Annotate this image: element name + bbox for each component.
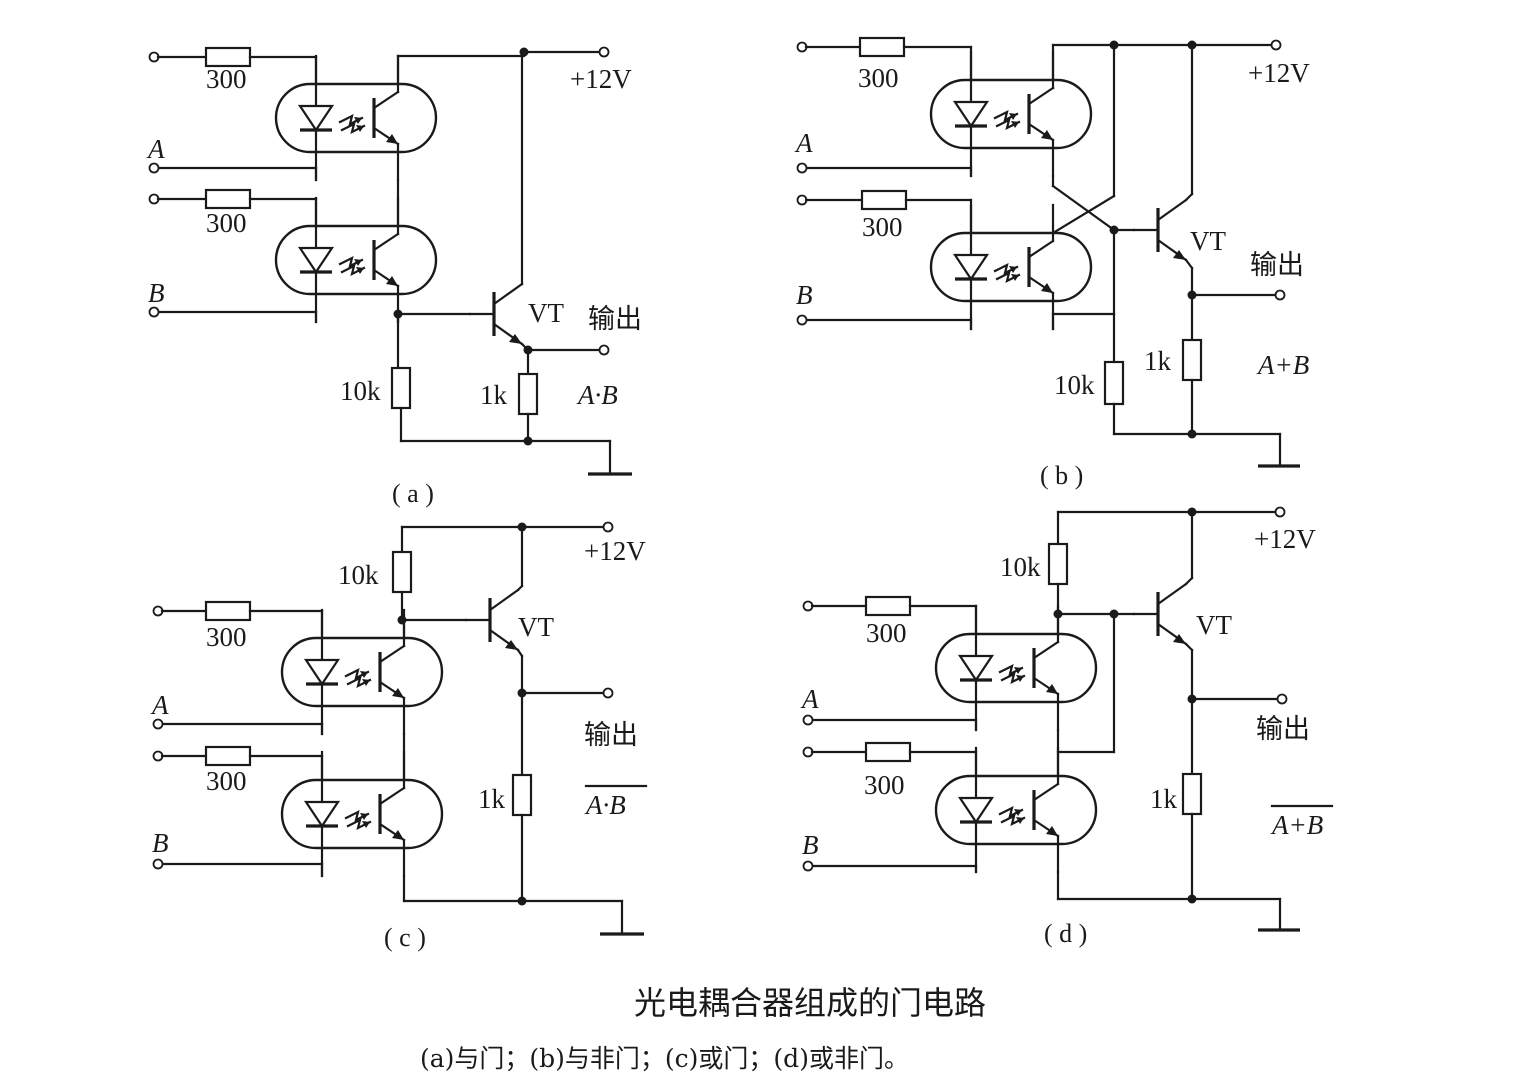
figure-subtitle: (a)与门；(b)与非门；(c)或门；(d)或非门。 — [420, 1044, 909, 1073]
label-300: 300 — [866, 618, 907, 648]
resistor-300-2 — [864, 741, 912, 763]
label-supply: +12V — [1248, 58, 1310, 88]
label-vt: VT — [1196, 610, 1232, 640]
label-output: 输出 — [584, 720, 638, 751]
resistor-300-2 — [204, 745, 252, 767]
label-input-a: A — [794, 128, 813, 158]
label-300: 300 — [206, 208, 247, 238]
label-300: 300 — [864, 770, 905, 800]
resistor-1k — [1181, 338, 1203, 382]
label-300: 300 — [206, 766, 247, 796]
label-logic: A+B — [1270, 810, 1323, 840]
label-vt: VT — [1190, 226, 1226, 256]
resistor-10k — [1047, 542, 1069, 586]
label-input-b: B — [802, 830, 819, 860]
resistor-1k — [511, 773, 533, 817]
resistor-300-1 — [858, 36, 906, 58]
panel-a: 300 300 A B +12V VT 输出 10k 1k A·B ( a ) — [146, 46, 642, 508]
optocoupler-2 — [280, 750, 444, 878]
resistor-300-2 — [860, 189, 908, 211]
optocoupler-1 — [274, 54, 438, 182]
label-output: 输出 — [1250, 250, 1304, 281]
label-1k: 1k — [480, 380, 508, 410]
panel-b: 300 300 A B +12V VT 输出 10k 1k A+B ( b ) — [794, 36, 1310, 490]
label-300: 300 — [862, 212, 903, 242]
supply-terminal — [598, 46, 610, 58]
label-300: 300 — [206, 64, 247, 94]
optocoupler-1 — [934, 604, 1098, 732]
panel-d: 300 300 A B +12V 10k VT 输出 1k A+B ( d ) — [800, 506, 1334, 948]
label-input-b: B — [148, 278, 165, 308]
resistor-10k — [1103, 360, 1125, 406]
transistor-vt — [1132, 198, 1188, 262]
label-input-a: A — [146, 134, 165, 164]
optocoupler-1 — [929, 50, 1093, 178]
label-output: 输出 — [1256, 714, 1310, 745]
resistor-10k — [390, 366, 412, 410]
resistor-1k — [517, 372, 539, 416]
label-logic: A·B — [576, 380, 618, 410]
label-input-b: B — [796, 280, 813, 310]
label-1k: 1k — [478, 784, 506, 814]
resistor-300-1 — [864, 595, 912, 617]
label-logic: A·B — [584, 790, 626, 820]
transistor-vt — [468, 282, 524, 346]
label-300: 300 — [206, 622, 247, 652]
label-300: 300 — [858, 63, 899, 93]
label-supply: +12V — [584, 536, 646, 566]
label-logic: A+B — [1256, 350, 1309, 380]
label-1k: 1k — [1150, 784, 1178, 814]
optocoupler-2 — [934, 746, 1098, 874]
transistor-vt — [464, 588, 520, 652]
caption-b: ( b ) — [1040, 461, 1083, 490]
label-input-a: A — [150, 690, 169, 720]
label-output: 输出 — [588, 304, 642, 335]
label-10k: 10k — [1000, 552, 1041, 582]
label-1k: 1k — [1144, 346, 1172, 376]
resistor-1k — [1181, 772, 1203, 816]
transistor-vt — [1132, 582, 1188, 646]
panel-c: 300 300 A B +12V 10k VT 输出 1k A·B ( c ) — [150, 521, 648, 952]
caption-d: ( d ) — [1044, 919, 1087, 948]
caption-a: ( a ) — [392, 479, 434, 508]
label-10k: 10k — [340, 376, 381, 406]
resistor-300-1 — [204, 600, 252, 622]
label-10k: 10k — [338, 560, 379, 590]
optocoupler-1 — [280, 608, 444, 736]
figure-title: 光电耦合器组成的门电路 — [634, 984, 986, 1022]
optocoupler-2 — [274, 196, 438, 324]
label-input-a: A — [800, 684, 819, 714]
label-supply: +12V — [1254, 524, 1316, 554]
label-vt: VT — [528, 298, 564, 328]
label-input-b: B — [152, 828, 169, 858]
label-supply: +12V — [570, 64, 632, 94]
resistor-10k — [391, 550, 413, 594]
label-vt: VT — [518, 612, 554, 642]
output-terminal — [598, 344, 610, 356]
label-10k: 10k — [1054, 370, 1095, 400]
caption-c: ( c ) — [384, 923, 426, 952]
resistor-300-2 — [204, 188, 252, 210]
